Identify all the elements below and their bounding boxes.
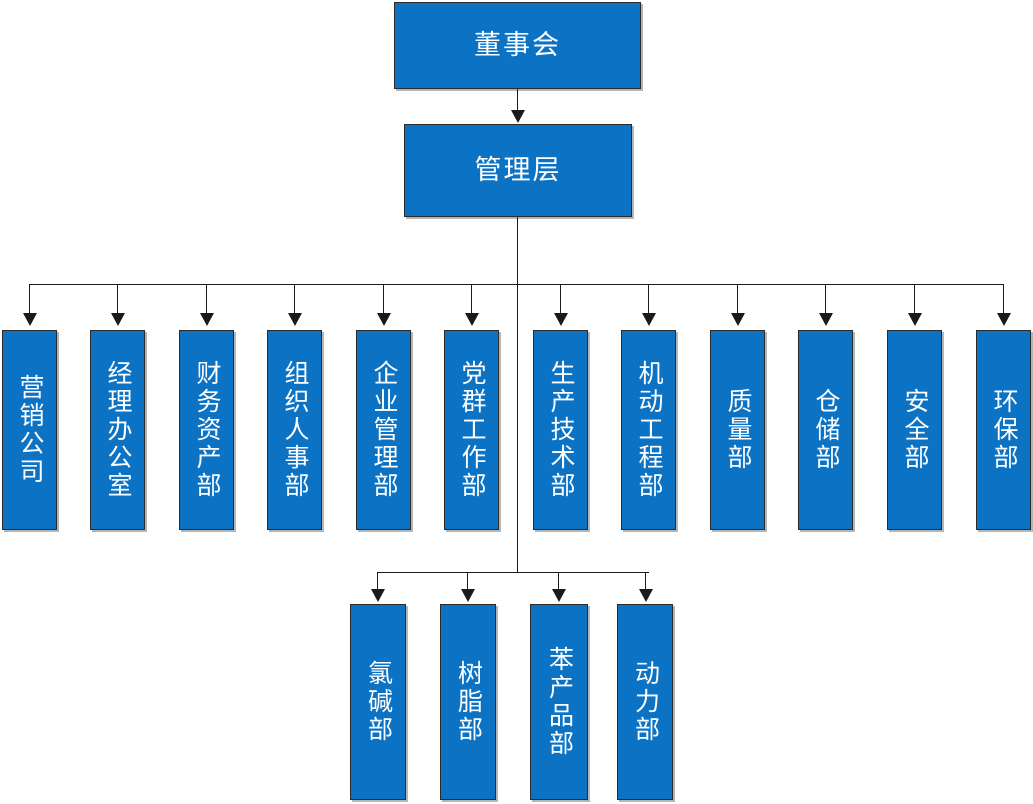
node-department-9-label: 质量部 [724, 388, 751, 472]
arrow-department-11 [908, 313, 922, 326]
arrow-department-7 [554, 313, 568, 326]
drop-department-1 [29, 284, 30, 315]
node-department-12-label: 环保部 [990, 388, 1017, 472]
arrow-department-5 [377, 313, 391, 326]
node-department-11[interactable]: 安全部 [887, 330, 942, 530]
drop-department-10 [825, 284, 826, 315]
node-production-1[interactable]: 氯碱部 [350, 604, 406, 800]
node-department-5-label: 企业管理部 [370, 360, 397, 500]
arrow-department-3 [200, 313, 214, 326]
node-management[interactable]: 管理层 [404, 124, 632, 217]
node-production-4[interactable]: 动力部 [617, 604, 673, 800]
drop-production-2 [467, 572, 468, 594]
node-production-2[interactable]: 树脂部 [440, 604, 496, 800]
arrow-department-9 [731, 313, 745, 326]
node-department-2[interactable]: 经理办公室 [90, 330, 145, 530]
drop-department-9 [737, 284, 738, 315]
node-department-9[interactable]: 质量部 [710, 330, 765, 530]
node-department-6[interactable]: 党群工作部 [444, 330, 499, 530]
node-department-8-label: 机动工程部 [635, 360, 662, 500]
node-department-2-label: 经理办公室 [104, 360, 131, 500]
drop-department-3 [206, 284, 207, 315]
connector-production-bus [377, 572, 649, 573]
arrow-production-2 [461, 589, 475, 602]
arrow-department-1 [23, 313, 37, 326]
arrow-department-6 [465, 313, 479, 326]
drop-production-1 [377, 572, 378, 594]
node-department-4[interactable]: 组织人事部 [267, 330, 322, 530]
arrow-department-8 [642, 313, 656, 326]
node-production-1-label: 氯碱部 [364, 660, 392, 744]
drop-department-12 [1003, 284, 1004, 315]
node-department-1[interactable]: 营销公司 [2, 330, 57, 530]
node-department-3[interactable]: 财务资产部 [179, 330, 234, 530]
drop-department-5 [383, 284, 384, 315]
node-board-label: 董事会 [474, 29, 561, 60]
arrow-department-12 [997, 313, 1011, 326]
node-production-3[interactable]: 苯产品部 [530, 604, 588, 800]
drop-department-8 [648, 284, 649, 315]
drop-production-3 [558, 572, 559, 594]
connector-board-to-management [517, 89, 518, 114]
node-management-label: 管理层 [474, 154, 562, 185]
drop-department-4 [294, 284, 295, 315]
drop-production-4 [645, 572, 646, 594]
arrow-department-4 [288, 313, 302, 326]
arrow-production-3 [552, 589, 566, 602]
arrow-department-2 [111, 313, 125, 326]
node-department-11-label: 安全部 [901, 388, 928, 472]
arrow-department-10 [819, 313, 833, 326]
drop-department-2 [117, 284, 118, 315]
node-department-1-label: 营销公司 [16, 374, 43, 486]
node-department-5[interactable]: 企业管理部 [356, 330, 411, 530]
node-department-4-label: 组织人事部 [281, 360, 308, 500]
node-department-12[interactable]: 环保部 [976, 330, 1031, 530]
node-production-4-label: 动力部 [631, 660, 659, 744]
node-department-10-label: 仓储部 [812, 388, 839, 472]
arrow-production-4 [639, 589, 653, 602]
connector-department-bus [29, 284, 1004, 285]
node-department-6-label: 党群工作部 [458, 360, 485, 500]
node-production-2-label: 树脂部 [454, 660, 482, 744]
node-department-3-label: 财务资产部 [193, 360, 220, 500]
connector-management-trunk [517, 217, 518, 572]
drop-department-6 [471, 284, 472, 315]
arrow-production-1 [371, 589, 385, 602]
node-board-of-directors[interactable]: 董事会 [394, 2, 641, 89]
node-department-10[interactable]: 仓储部 [798, 330, 853, 530]
node-department-8[interactable]: 机动工程部 [621, 330, 676, 530]
drop-department-7 [560, 284, 561, 315]
arrow-board-to-management [511, 110, 525, 123]
drop-department-11 [914, 284, 915, 315]
node-production-3-label: 苯产品部 [545, 646, 573, 758]
node-department-7-label: 生产技术部 [547, 360, 574, 500]
node-department-7[interactable]: 生产技术部 [533, 330, 588, 530]
